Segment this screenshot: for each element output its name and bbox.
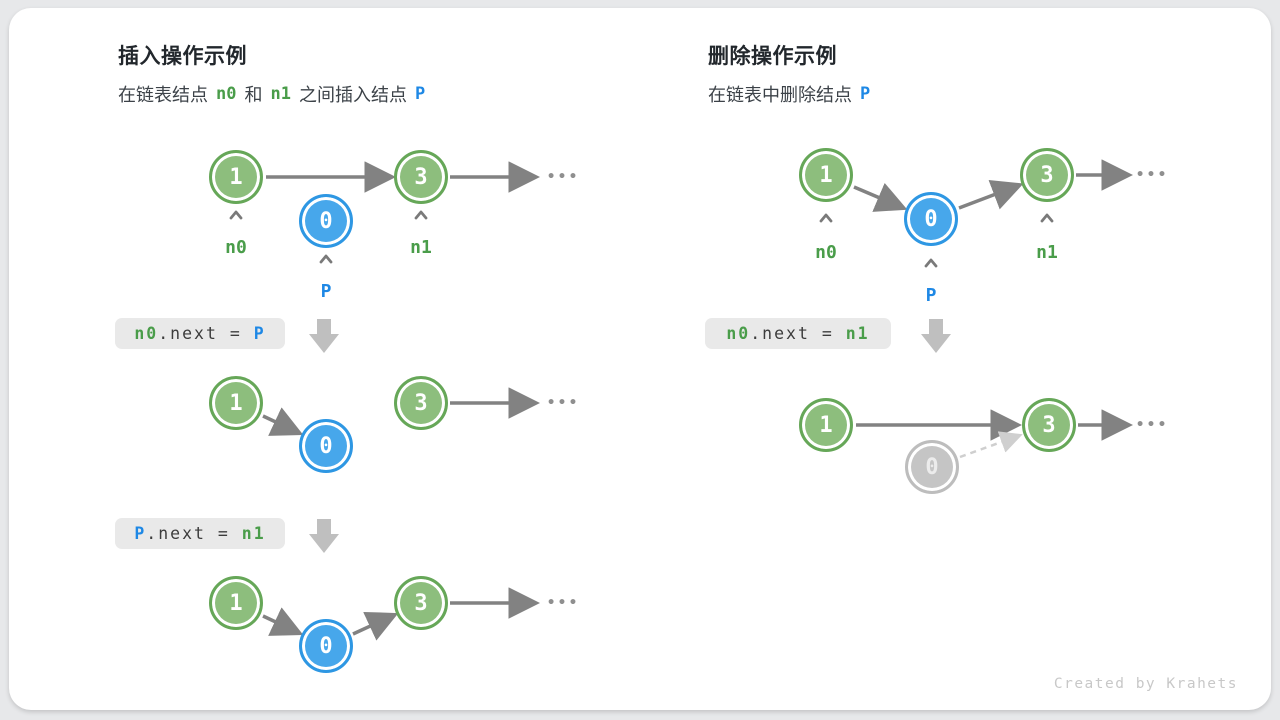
node-3: 3 [1022,398,1076,452]
node-value: 1 [229,390,243,416]
node-value: 1 [819,162,833,188]
node-value: 0 [319,433,333,459]
code-token: n1 [845,324,870,343]
node-1: 1 [209,150,263,204]
delete-title: 删除操作示例 [708,45,837,68]
label-n1: n1 [410,237,432,258]
node-3: 3 [394,376,448,430]
code-token: .next = [750,324,846,343]
node-value: 1 [229,590,243,616]
node-value: 0 [319,208,333,234]
node-1: 1 [799,398,853,452]
caret-icon [819,213,833,223]
node-value: 3 [414,390,428,416]
delete-subtitle-text1: 在链表中删除结点 [708,85,852,105]
node-value: 0 [319,633,333,659]
node-value: 3 [414,164,428,190]
node-0-p: 0 [904,192,958,246]
node-value: 1 [229,164,243,190]
insert-subtitle: 在链表结点 n0 和 n1 之间插入结点 P [118,81,425,107]
down-arrow-icon [309,319,339,353]
ellipsis: ••• [1135,417,1169,433]
insert-subtitle-n1: n1 [270,84,291,104]
code-token: n0 [134,324,159,343]
figure-card [9,8,1271,710]
node-value: 0 [925,454,939,480]
insert-subtitle-text3: 之间插入结点 [298,85,407,105]
ellipsis: ••• [546,595,580,611]
insert-title: 插入操作示例 [118,45,247,68]
node-3: 3 [394,576,448,630]
node-1: 1 [209,376,263,430]
node-0-p: 0 [299,419,353,473]
code-insert-step2: P.next = n1 [115,518,285,549]
label-p: P [925,285,937,306]
code-token: P [134,524,147,543]
node-0-removed: 0 [905,440,959,494]
node-0-p: 0 [299,619,353,673]
node-value: 1 [819,412,833,438]
insert-subtitle-text1: 在链表结点 [118,85,208,105]
node-value: 3 [1040,162,1054,188]
code-token: P [253,324,266,343]
down-arrow-icon [921,319,951,353]
caret-icon [414,210,428,220]
down-arrow-icon [309,519,339,553]
node-3: 3 [394,150,448,204]
label-p: P [320,281,332,302]
label-n1: n1 [1036,242,1058,263]
delete-subtitle-p: P [860,84,871,104]
node-0-p: 0 [299,194,353,248]
code-token: .next = [146,524,242,543]
caret-icon [319,254,333,264]
code-token: n1 [241,524,266,543]
ellipsis: ••• [546,395,580,411]
credit-text: Created by Krahets [1053,676,1238,692]
label-n0: n0 [225,237,247,258]
insert-subtitle-text2: 和 [244,85,263,105]
node-3: 3 [1020,148,1074,202]
caret-icon [229,210,243,220]
code-token: .next = [158,324,254,343]
node-1: 1 [799,148,853,202]
insert-subtitle-p: P [414,84,426,104]
node-value: 3 [414,590,428,616]
insert-subtitle-n0: n0 [216,84,237,104]
ellipsis: ••• [546,169,580,185]
caret-icon [924,258,938,268]
code-delete-step1: n0.next = n1 [705,318,891,349]
caret-icon [1040,213,1054,223]
node-value: 0 [924,206,938,232]
label-n0: n0 [815,242,837,263]
code-insert-step1: n0.next = P [115,318,285,349]
node-1: 1 [209,576,263,630]
delete-subtitle: 在链表中删除结点 P [708,81,870,107]
code-token: n0 [726,324,751,343]
node-value: 3 [1042,412,1056,438]
ellipsis: ••• [1135,167,1169,183]
